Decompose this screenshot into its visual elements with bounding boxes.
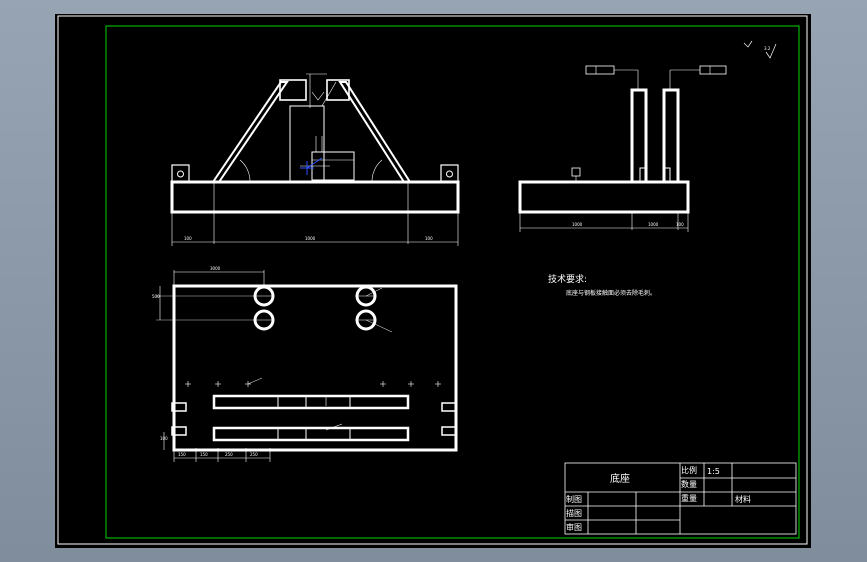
plan-view [156, 270, 458, 462]
drawn-label: 制图 [566, 494, 582, 504]
plan-dim-left: 500 [152, 294, 160, 299]
front-center-column [289, 105, 325, 183]
front-dim-center: 1000 [305, 236, 316, 241]
plan-dim-edge: 100 [160, 436, 168, 441]
title-block [564, 462, 797, 535]
inner-border [105, 25, 800, 539]
plan-dim-bottom-4: 250 [250, 452, 258, 457]
front-right-bolt-hole [446, 170, 453, 178]
plan-notch-right-upper [441, 402, 457, 412]
front-left-bolt-hole [177, 170, 184, 178]
plan-slot-upper [212, 394, 410, 410]
plan-notch-left-lower [171, 426, 187, 436]
outer-border [57, 15, 808, 545]
front-right-brace [338, 81, 411, 183]
side-view [518, 65, 727, 232]
traced-label: 描图 [566, 508, 582, 518]
notes-heading: 技术要求: [548, 273, 587, 285]
front-dim-right: 100 [425, 236, 433, 241]
drawing-background [55, 14, 811, 548]
plan-dim-bottom-2: 150 [200, 452, 208, 457]
front-right-foot [440, 164, 459, 183]
plan-notch-right-lower [441, 426, 457, 436]
side-base-plate [518, 180, 690, 214]
front-top-right-cap [326, 79, 350, 101]
part-name: 底座 [610, 472, 630, 485]
notes-line-1: 底座与钢板接触面必须去除毛刺。 [566, 289, 656, 297]
plan-dim-bottom-3: 250 [225, 452, 233, 457]
scale-label: 比例 [681, 465, 697, 475]
front-left-foot [171, 164, 190, 183]
weight-label: 重量 [681, 493, 697, 503]
plan-slot-lower [212, 426, 410, 442]
side-dim-center: 1000 [648, 222, 659, 227]
plan-dim-bottom-1: 150 [178, 452, 186, 457]
side-dim-right: 100 [676, 222, 684, 227]
front-top-left-cap [279, 79, 307, 101]
front-left-brace [212, 81, 289, 183]
plan-notch-left-upper [171, 402, 187, 412]
checked-label: 审图 [566, 522, 582, 532]
roughness-value: 3.2 [764, 46, 771, 51]
side-right-notch [663, 167, 671, 183]
plan-dim-top: 3000 [210, 266, 221, 271]
side-dim-left: 1000 [572, 222, 583, 227]
ucs-marker [300, 157, 323, 175]
material-label: 材料 [735, 494, 751, 504]
front-dim-left: 100 [184, 236, 192, 241]
scale-value: 1:5 [707, 467, 720, 476]
side-right-upright [662, 88, 680, 184]
roughness-symbol [743, 40, 777, 59]
side-left-upright [630, 88, 648, 184]
front-view [170, 73, 460, 246]
side-left-notch [639, 167, 647, 183]
quantity-label: 数量 [681, 479, 697, 489]
